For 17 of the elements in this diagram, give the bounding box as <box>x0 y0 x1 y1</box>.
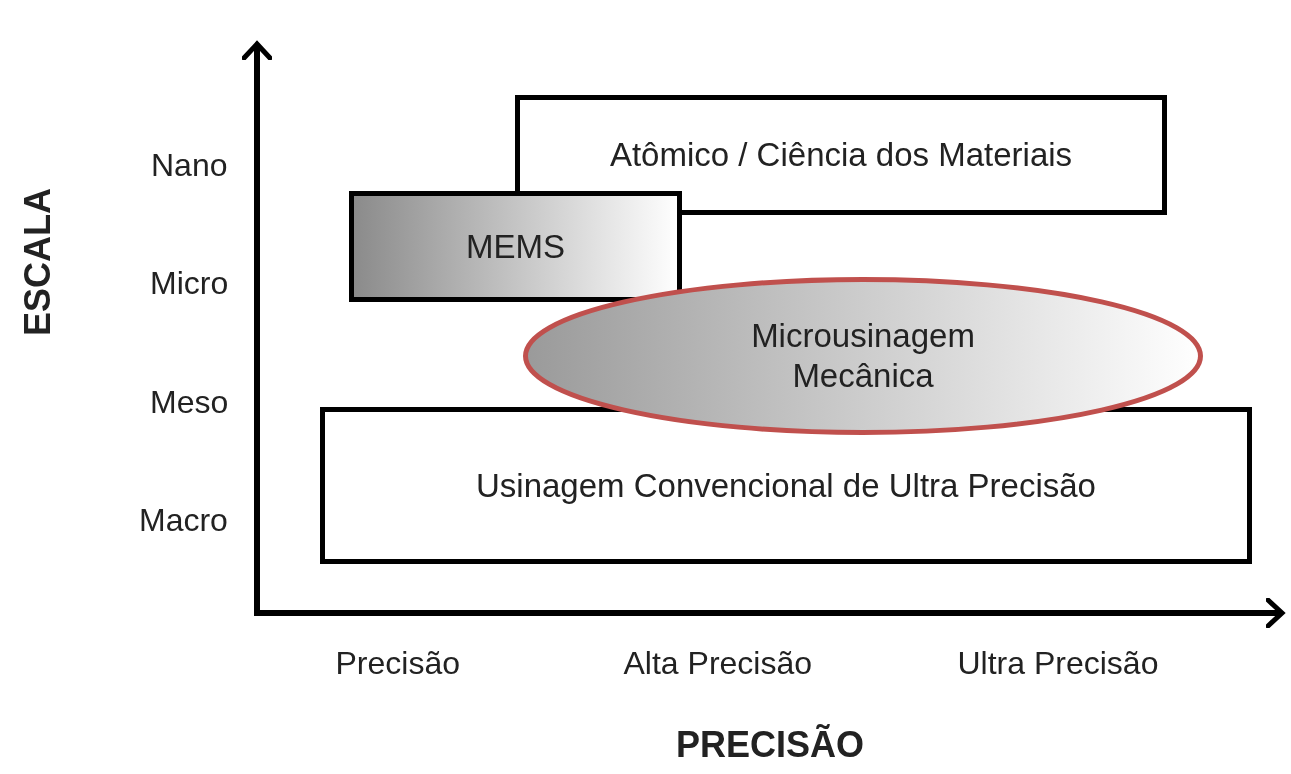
box-label: Microusinagem Mecânica <box>750 316 976 396</box>
axis-tick-label: Nano <box>151 146 228 184</box>
axis-tick-label: Alta Precisão <box>623 644 813 682</box>
box-label: Atômico / Ciência dos Materiais <box>609 135 1073 175</box>
axis-tick-label: Macro <box>139 501 228 539</box>
box-label: MEMS <box>466 226 565 267</box>
axis-title: ESCALA <box>17 188 59 336</box>
axis-tick-label: Precisão <box>335 644 460 682</box>
axis-tick-label: Meso <box>150 383 229 421</box>
axis-tick-label: Ultra Precisão <box>957 644 1159 682</box>
axis-title: PRECISÃO <box>676 724 865 766</box>
domain-box <box>349 191 682 302</box>
domain-box <box>515 95 1167 215</box>
axis-tick-label: Micro <box>150 264 229 302</box>
domain-ellipse <box>523 277 1203 435</box>
box-label: Usinagem Convencional de Ultra Precisão <box>476 465 1096 506</box>
domain-box <box>320 407 1252 564</box>
